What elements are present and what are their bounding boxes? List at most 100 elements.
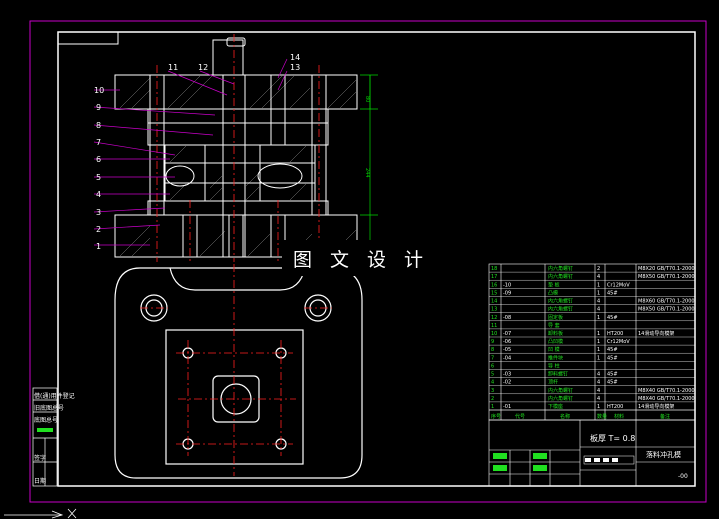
bom-cell-code: -03 [503,372,511,378]
bom-cell-name: 推件块 [548,354,563,361]
bom-cell-std: M8X60 GB/T70.1-2000 [638,299,695,305]
bom-cell-name: 内六角螺钉 [548,387,573,394]
bom-row-index: 8 [491,347,494,353]
left-stamp-column [32,387,58,487]
bom-cell-material: Cr12MoV [607,339,630,345]
leader-2: 2 [96,225,101,234]
bom-header-cell: 材料 [614,413,624,420]
leader-11: 11 [168,63,178,72]
bom-cell-qty: 1 [597,339,600,345]
bom-header-cell: 名称 [560,413,570,420]
stamp-green-mark [37,428,53,432]
bom-cell-qty: 1 [597,315,600,321]
bom-cell-qty: 4 [597,380,600,386]
bom-cell-code: -09 [503,290,511,296]
bom-cell-material: HT200 [607,331,623,337]
bom-row-index: 15 [491,290,497,296]
bom-cell-name: 导 柱 [548,362,560,369]
plan-view [114,267,363,479]
bom-cell-name: 顶杆 [548,379,558,386]
tag-box [57,31,119,45]
leader-3: 3 [96,208,101,217]
bom-cell-qty: 4 [597,299,600,305]
leader-12: 12 [198,63,208,72]
section-view [114,37,358,258]
stamp-label-2: 底图总号 [34,417,59,424]
bom-cell-qty: 1 [597,290,600,296]
leader-1: 1 [96,242,101,251]
bom-cell-material: 45# [607,380,618,386]
bom-row-index: 13 [491,307,497,313]
bom-row-index: 6 [491,363,494,369]
bom-cell-qty: 1 [597,282,600,288]
bom-cell-qty: 1 [597,355,600,361]
bom-cell-qty: 4 [597,388,600,394]
leader-9: 9 [96,103,101,112]
bom-cell-material: 45# [607,372,618,378]
bom-cell-std: M8X20 GB/T70.1-2000 [638,266,695,272]
dim-80: 80 [364,96,370,102]
bom-row-index: 10 [491,331,497,337]
bom-row-index: 9 [491,339,494,345]
bom-cell-name: 卸料板 [548,330,563,337]
bom-row-index: 18 [491,266,497,272]
ucs-icon [4,508,77,519]
bom-cell-qty: 4 [597,307,600,313]
bom-cell-std: 14滑动导向模架 [638,403,674,410]
plan-center-lines [140,264,332,476]
leader-10: 10 [94,86,104,95]
bom-cell-std: M8X40 GB/T70.1-2000 [638,388,695,394]
bom-cell-name: 内六角螺钉 [548,306,573,313]
bom-row-index: 16 [491,282,497,288]
bom-cell-qty: 1 [597,404,600,410]
bom-cell-name: 卸料螺钉 [548,371,568,378]
bom-cell-name: 固定板 [548,314,563,321]
bom-cell-material: 45# [607,315,618,321]
stamp-label-1: 旧底图总号 [34,405,65,412]
material-thickness: 板厚 T= 0.8 [590,433,635,443]
bom-row-index: 7 [491,355,494,361]
bom-cell-code: -08 [503,315,511,321]
leader-13: 13 [290,63,300,72]
dim-244: 244 [364,168,370,178]
leader-5: 5 [96,173,101,182]
stamp-label-0: 借(通)用件登记 [34,393,75,400]
bom-cell-name: 凸凹模 [548,338,563,345]
bom-row-index: 14 [491,299,497,305]
bom-cell-material: Cr12MoV [607,282,630,288]
bom-cell-code: -04 [503,355,511,361]
bom-cell-code: -05 [503,347,511,353]
bom-header-cell: 代号 [515,413,525,420]
leader-8: 8 [96,121,101,130]
bom-cell-code: -10 [503,282,511,288]
bom-row-index: 5 [491,372,494,378]
inner-frame [57,31,696,487]
outer-frame [29,20,707,503]
bom-cell-name: 内六角螺钉 [548,273,573,280]
bom-cell-name: 下模座 [548,403,563,410]
bom-row-index: 17 [491,274,497,280]
bom-header-cell: 备注 [660,413,670,420]
leader-14: 14 [290,53,300,62]
bom-cell-std: 14滑动导向模架 [638,330,674,337]
drawing-name: 落料冲孔模 [646,450,681,459]
bom-row-index: 1 [491,404,494,410]
bom-header-cell: 数量 [597,413,607,420]
bom-cell-std: M8X40 GB/T70.1-2000 [638,396,695,402]
bom-cell-code: -01 [503,404,511,410]
bom-cell-name: 内六角螺钉 [548,265,573,272]
bom-cell-material: 45# [607,290,618,296]
bom-cell-std: M8X50 GB/T70.1-2000 [638,307,695,313]
title-block-grid [488,419,696,487]
stamp-label-4: 日期 [34,478,47,485]
drawing-number: -00 [678,473,688,480]
bom-cell-qty: 1 [597,331,600,337]
bom-header-cell: 序号 [491,413,501,420]
title-block-marks [493,453,635,471]
leader-numbers: 1 2 3 4 5 6 7 8 9 10 11 12 13 14 [94,53,300,251]
bom-row-index: 2 [491,396,494,402]
bom-cell-code: -06 [503,339,511,345]
leader-7: 7 [96,138,101,147]
